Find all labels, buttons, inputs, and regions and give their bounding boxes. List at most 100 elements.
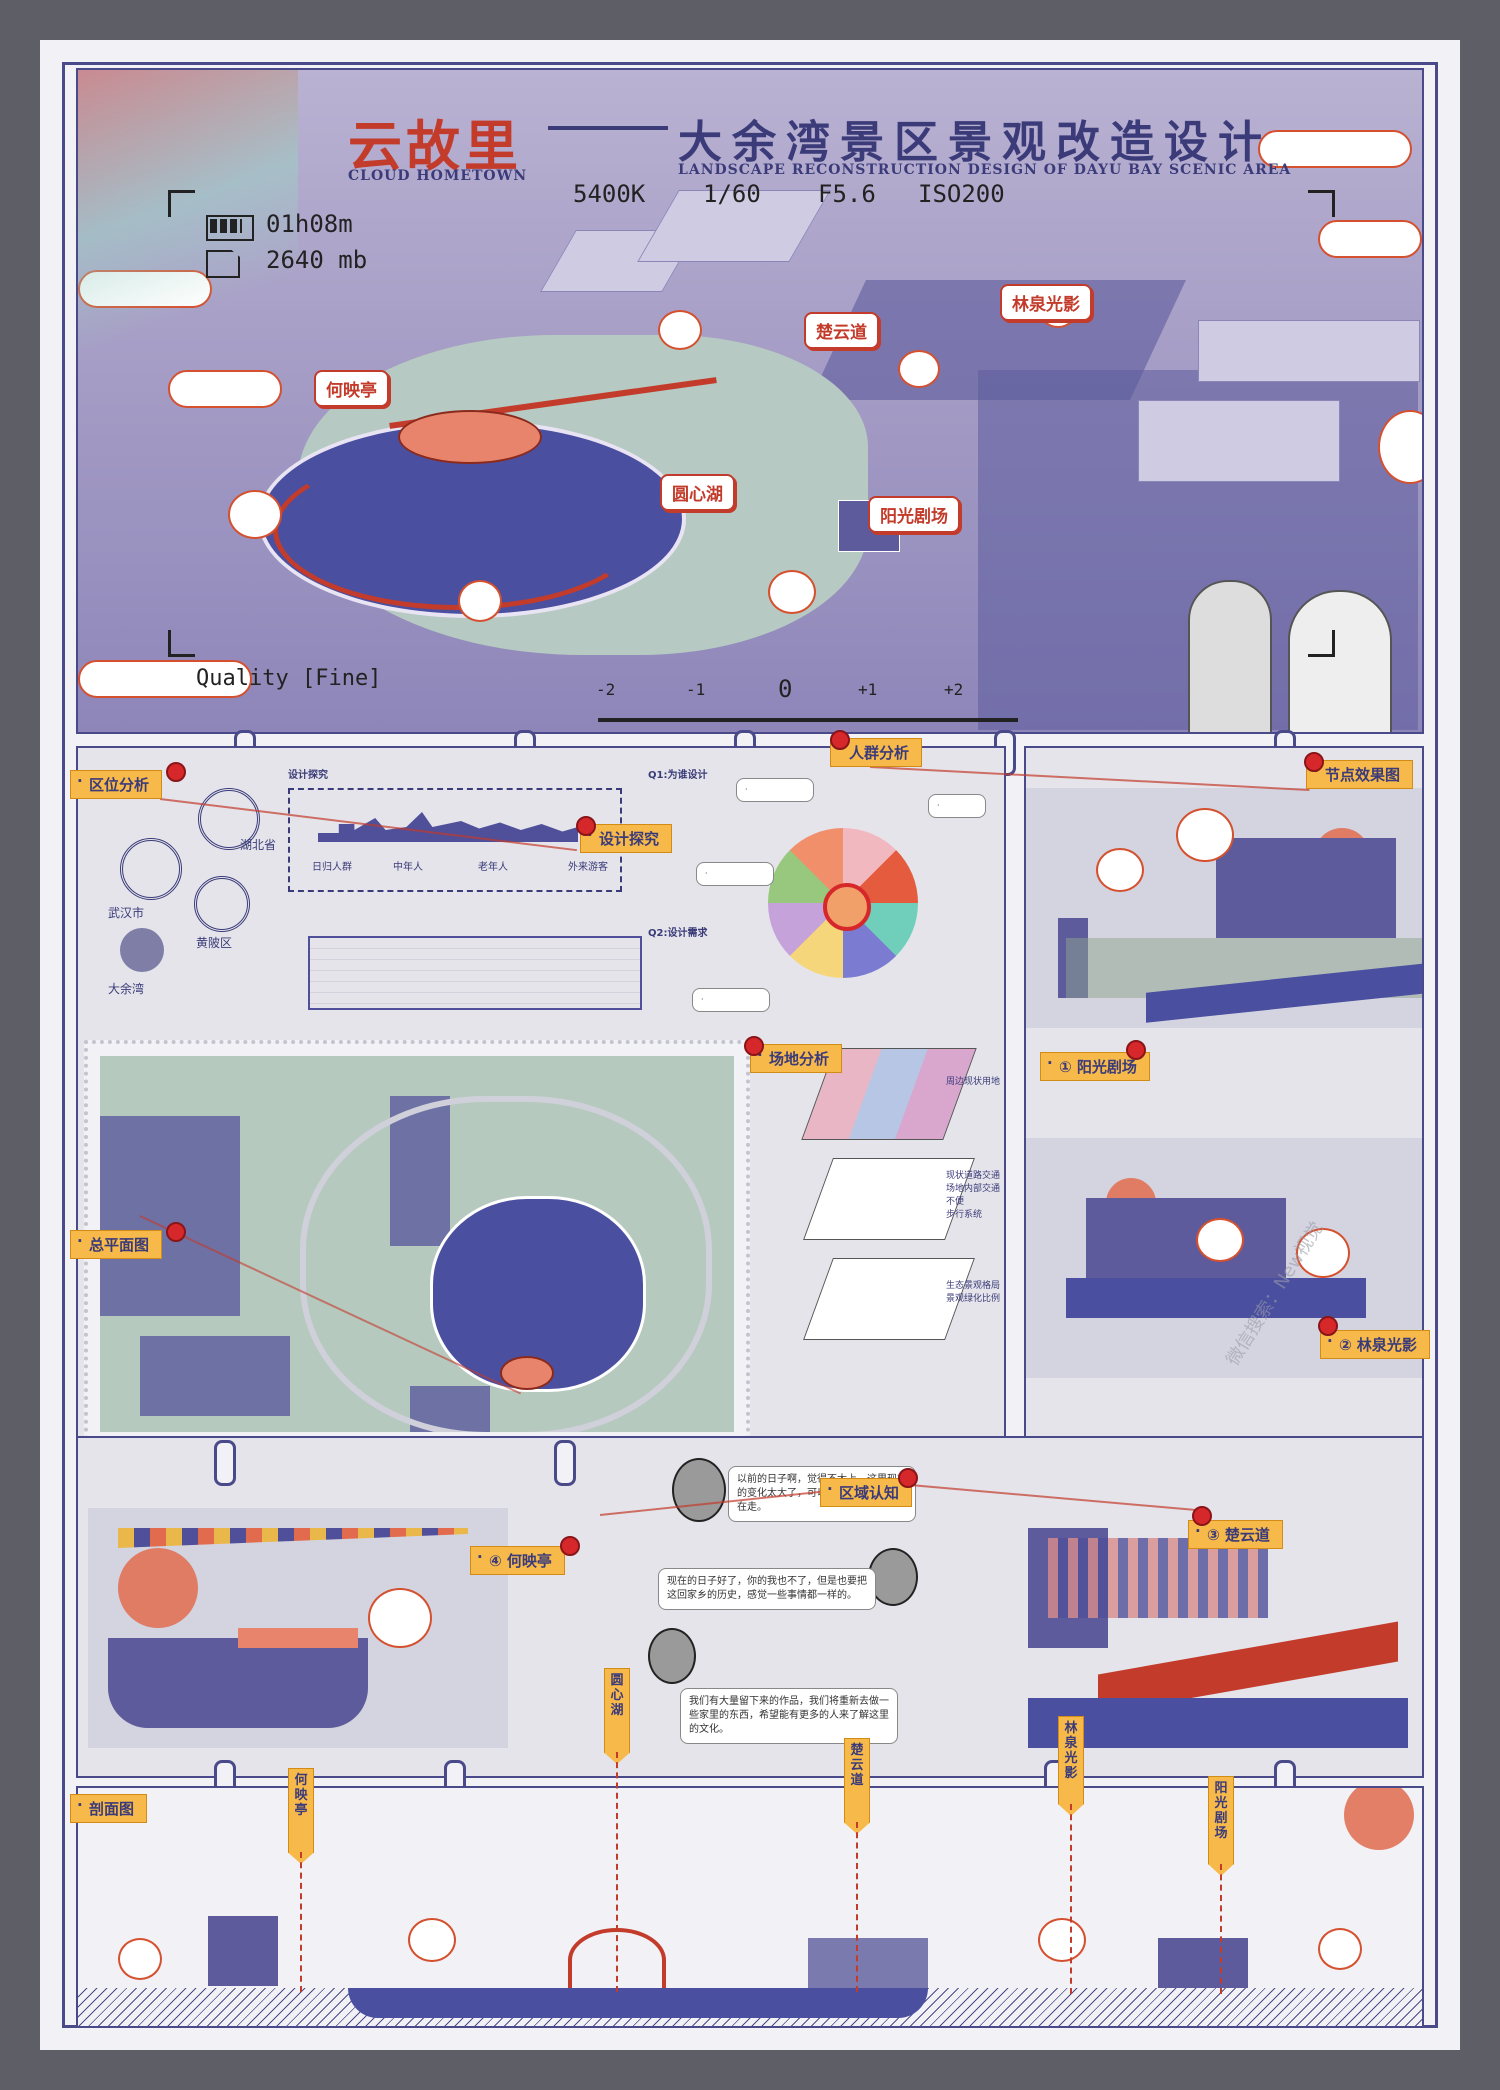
exposure-tick: +1 <box>858 680 878 699</box>
hero-panel: 云故里 大余湾景区景观改造设计 CLOUD HOMETOWN LANDSCAPE… <box>76 68 1424 734</box>
building <box>1198 320 1420 382</box>
water <box>1028 1698 1408 1748</box>
building <box>1158 1938 1248 1988</box>
viewfinder-corner <box>168 630 195 657</box>
crowd-note: · <box>696 862 774 886</box>
building <box>140 1336 290 1416</box>
plan-pavilion <box>500 1356 554 1390</box>
tree <box>1296 1228 1350 1278</box>
pin-icon <box>1192 1506 1212 1526</box>
group-label: 外来游客 <box>568 862 608 873</box>
group-label: 老年人 <box>478 862 508 873</box>
node-label-3: ③ 楚云道 <box>1188 1520 1283 1549</box>
location-label: 大余湾 <box>108 982 145 996</box>
tree <box>1096 848 1144 892</box>
tree <box>658 310 702 350</box>
tree <box>368 1588 432 1648</box>
battery-icon <box>206 215 254 241</box>
hero-tag-sunshine: 阳光剧场 <box>868 496 960 533</box>
title-main: 云故里 <box>348 114 522 178</box>
pool <box>108 1638 368 1728</box>
master-plan <box>100 1056 734 1432</box>
group-label: 日归人群 <box>312 862 352 873</box>
lattice-wall <box>808 1938 928 1988</box>
portrait <box>868 1548 918 1606</box>
location-label: 武汉市 <box>108 906 145 920</box>
pavilion-roof <box>238 1628 358 1648</box>
binder-ring <box>214 1440 236 1486</box>
title-main-en: CLOUD HOMETOWN <box>348 168 528 184</box>
location-circle <box>198 788 260 850</box>
balloon-icon <box>1378 410 1422 484</box>
exposure-tick: 0 <box>778 675 793 703</box>
group-label: 中年人 <box>393 862 423 873</box>
exposure-bar <box>598 718 1018 722</box>
location-label: 黄陂区 <box>196 936 233 950</box>
pavilion <box>398 410 542 464</box>
label-site: 场地分析 <box>750 1044 843 1073</box>
shutter: 1/60 <box>703 180 761 208</box>
section-marker <box>300 1852 303 1992</box>
binder-ring <box>554 1440 576 1486</box>
aperture: F5.6 <box>818 180 876 208</box>
design-q2: Q2:设计需求 <box>648 928 708 939</box>
tree <box>1038 1918 1086 1962</box>
site-layer-label: 生态景观格局 景观绿化比例 <box>946 1281 1001 1304</box>
pin-icon <box>1126 1040 1146 1060</box>
section-tag-yuanxinhu: 圆心湖 <box>604 1668 630 1764</box>
label-regional: 区域认知 <box>820 1478 913 1507</box>
iso: ISO200 <box>918 180 1005 208</box>
person-figure <box>1288 590 1392 732</box>
section-tag-chuyundao: 楚云道 <box>844 1738 870 1834</box>
title-subtitle-en: LANDSCAPE RECONSTRUCTION DESIGN OF DAYU … <box>678 162 1292 178</box>
cloud <box>1318 220 1422 258</box>
section-marker <box>616 1752 619 1992</box>
hero-tag-heyingting: 何映亭 <box>314 370 389 407</box>
label-nodes: 节点效果图 <box>1306 760 1414 789</box>
sd-card-icon <box>206 250 240 278</box>
exposure-tick: +2 <box>944 680 964 699</box>
red-boardwalk <box>273 450 643 610</box>
storage: 2640 mb <box>266 246 368 274</box>
colored-trees <box>78 70 298 370</box>
theatre-wall <box>1216 838 1396 938</box>
node-render-4 <box>88 1508 508 1748</box>
title-dash <box>548 126 668 130</box>
exposure-tick: -2 <box>596 680 616 699</box>
section-marker <box>856 1822 859 1992</box>
label-location: 区位分析 <box>70 770 163 799</box>
pin-icon <box>1318 1316 1338 1336</box>
section-tag-linquan: 林泉光影 <box>1058 1716 1084 1816</box>
cloud <box>1258 130 1412 168</box>
tree <box>768 570 816 614</box>
node-label-2: ② 林泉光影 <box>1320 1330 1430 1359</box>
viewfinder-corner <box>1308 630 1335 657</box>
bunting <box>118 1528 468 1548</box>
wall <box>1086 1198 1286 1278</box>
cloud <box>168 370 282 408</box>
plan-path <box>300 1096 712 1432</box>
lattice-wall <box>1048 1538 1268 1618</box>
section-marker <box>1070 1804 1073 1994</box>
hero-tag-yuanxinhu: 圆心湖 <box>660 474 735 511</box>
tree <box>898 350 940 388</box>
person-figure <box>1188 580 1272 732</box>
poster: 云故里 大余湾景区景观改造设计 CLOUD HOMETOWN LANDSCAPE… <box>40 40 1460 2050</box>
location-circle <box>120 928 164 972</box>
quote: 现在的日子好了，你的我也不了，但是也要把这回家乡的历史，感觉一些事情都一样的。 <box>658 1568 876 1610</box>
pin-icon <box>166 1222 186 1242</box>
crowd-note: · <box>736 778 814 802</box>
tree <box>1196 1218 1244 1262</box>
viewfinder-corner <box>168 190 195 217</box>
design-heading: 设计探究 <box>288 770 328 781</box>
portrait <box>648 1628 696 1684</box>
tree <box>458 580 502 622</box>
design-q1: Q1:为谁设计 <box>648 770 708 781</box>
building <box>208 1916 278 1986</box>
section-marker <box>1220 1864 1223 1994</box>
label-section: 剖面图 <box>70 1794 148 1823</box>
tree <box>1176 808 1234 862</box>
white-balance: 5400K <box>573 180 646 208</box>
pin-icon <box>744 1036 764 1056</box>
quality: Quality [Fine] <box>196 666 382 691</box>
